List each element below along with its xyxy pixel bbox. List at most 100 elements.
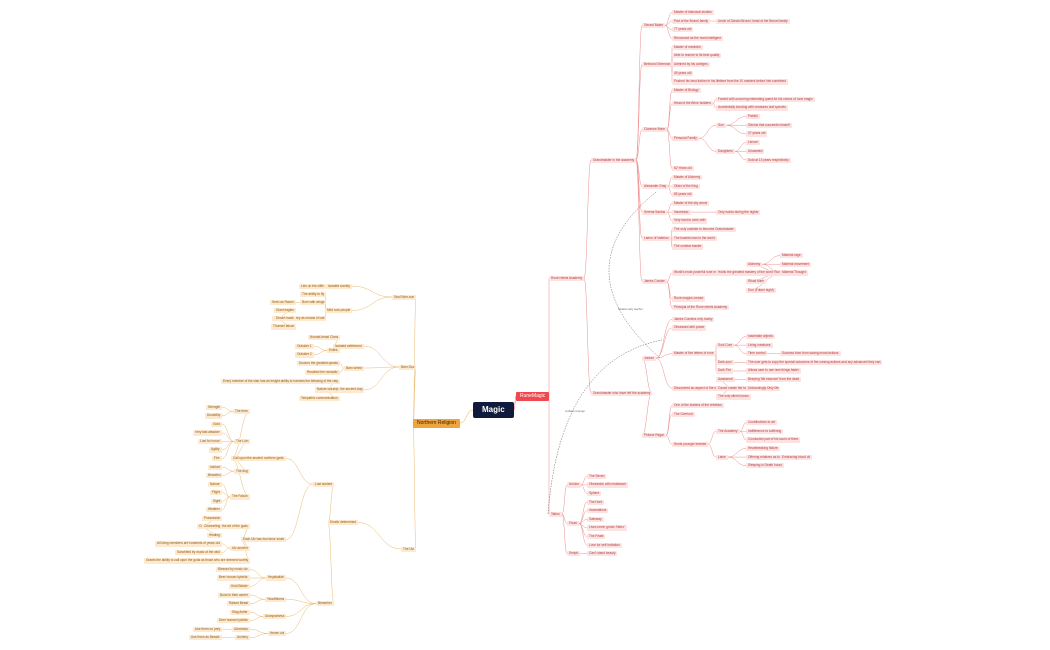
- node-isolated-settlement[interactable]: Isolated settlement: [333, 343, 364, 349]
- node-flight[interactable]: Flight: [210, 490, 222, 496]
- node-contributions-to-art[interactable]: Contributions to art: [746, 420, 777, 426]
- node-holds-the-greatest-mastery-of-the-word-r[interactable]: Holds the greatest mastery of the word '…: [716, 270, 785, 276]
- node-agility[interactable]: Agility: [209, 447, 222, 453]
- node-master-of-five-letters-of-rune[interactable]: Master of five letters of rune: [672, 351, 716, 357]
- node-dark-fire[interactable]: Dark Fire: [716, 368, 734, 374]
- node-offering-relatives-as-tokens-of-will[interactable]: Offering relatives as tokens of will: [746, 454, 798, 460]
- node-awakened[interactable]: Awakened: [716, 377, 735, 383]
- node-the-dog[interactable]: The dog: [234, 468, 250, 474]
- node-the-lion[interactable]: The Lion: [234, 438, 251, 445]
- node-seen-as-raven[interactable]: Seen as Raven: [270, 299, 296, 306]
- node-dark-soul[interactable]: Dark-soul: [716, 359, 734, 366]
- node-use-them-on-prey[interactable]: Use them on prey: [193, 626, 223, 632]
- node-renowned-as-the-most-intelligent[interactable]: Renowned as the most intelligent: [672, 35, 723, 42]
- node-lives-never-grown-nebo[interactable]: Lives never grown 'Nebo': [587, 525, 627, 531]
- node-soul-core[interactable]: Soul Core: [716, 342, 735, 348]
- node-love-for-self-invitation[interactable]: Love for self invitation: [587, 542, 622, 548]
- node-magic[interactable]: Magic: [473, 402, 514, 418]
- node-barn-select[interactable]: Barn select: [344, 365, 364, 371]
- node-greet-birds-of-prey-as-means-of-call[interactable]: Greet birds of prey as means of call: [272, 316, 327, 322]
- node-nature-worship[interactable]: Nature worship: [315, 387, 341, 393]
- node-telepathic-communication[interactable]: Telepathic communication: [299, 396, 340, 402]
- node-clarence-brine[interactable]: Clarence Brine: [642, 127, 668, 133]
- node-outsider-1[interactable]: Outsider 1: [295, 343, 314, 349]
- node-head-of-the-brine-builders[interactable]: Head of the Brine builders: [672, 101, 713, 107]
- node-gateway[interactable]: Gateway: [587, 516, 604, 522]
- node-85-years-old[interactable]: 85 years old: [672, 192, 694, 198]
- node-can-t-stand-beauty[interactable]: Can't stand beauty: [587, 551, 618, 557]
- node-deer-human-hybrids[interactable]: Deer human hybrids: [217, 618, 250, 624]
- node-62-years-old[interactable]: 62 Years old: [672, 166, 694, 172]
- node-patrick[interactable]: Patrick: [746, 114, 760, 120]
- node-channeling[interactable]: Channeling: [202, 524, 223, 530]
- node-call-upon-the-ancient-northern-gods[interactable]: Call upon the ancient northern gods: [231, 455, 286, 462]
- node-rune-magics-creator[interactable]: Rune magics creator: [672, 296, 706, 302]
- node-fauxi[interactable]: Fauxi: [567, 521, 579, 527]
- node-sold-at-13-years-respectively[interactable]: Sold at 13 years respectively: [746, 157, 791, 163]
- node-principal-of-the-rune-rebels-academy[interactable]: Principal of the Rune rebels Academy: [672, 305, 730, 311]
- node-mild-rock-people[interactable]: Mild rock people: [325, 308, 353, 314]
- node-indifference-to-suffering[interactable]: Indifference to suffering: [746, 428, 784, 434]
- node-raised-beast[interactable]: Raised Beast: [227, 601, 250, 607]
- node-cause-create-the-hatred-from-lives[interactable]: Cause create the hatred from lives: [716, 385, 769, 391]
- node-accidentally-bonding-with-creatures-and-[interactable]: Accidentally bonding with creatures and …: [716, 105, 788, 111]
- node-heartbreaking-failure[interactable]: Heartbreaking failure: [746, 445, 780, 452]
- node-gold[interactable]: Gold: [211, 421, 222, 428]
- node-hexen-ulz[interactable]: Hexen ulz: [268, 630, 287, 637]
- node-material-rage[interactable]: Material rage: [780, 253, 803, 259]
- node-part-of-the-brunel-family[interactable]: Part of the Brunel family: [672, 18, 711, 24]
- node-rune-rebels-academy[interactable]: Rune rebels Academy: [549, 275, 585, 281]
- node-thunder-falcon[interactable]: Thunder falcon: [271, 324, 297, 330]
- node-the-academy[interactable]: The Academy: [716, 428, 740, 434]
- node-45-years-old[interactable]: 45 years old: [672, 70, 694, 76]
- node-born-with-wings[interactable]: Born with wings: [300, 299, 327, 306]
- node-time-control[interactable]: Time control: [746, 351, 768, 357]
- node-material-movement[interactable]: Material movement: [780, 261, 812, 267]
- node-pushed-his-best-further-in-his-lifetime-[interactable]: Pushed his best further in his lifetime …: [672, 79, 788, 85]
- node-genius-that-succeeds-himself[interactable]: Genius that succeeds himself: [746, 122, 792, 128]
- node-jordan[interactable]: Jordan: [642, 355, 656, 361]
- node-older-of-the-king[interactable]: Older of the King: [672, 183, 700, 189]
- node-sleeping-in-death-hours[interactable]: Sleeping in Death hours: [746, 463, 785, 469]
- node-possession[interactable]: Possession: [202, 515, 223, 521]
- node-allowed-by-the-ancient-clay[interactable]: Allowed by the ancient clay: [322, 387, 365, 393]
- node-every-member-of-the-clan-has-an-insight-[interactable]: Every member of the clan has an insight …: [221, 378, 340, 384]
- node-embracing-blood-oil[interactable]: Embracing blood oil: [780, 454, 812, 460]
- node-alchemy[interactable]: Alchemy: [746, 261, 763, 267]
- node-obsessed-with-power[interactable]: Obsessed with power: [672, 325, 707, 331]
- node-blessed-by-music-ulz[interactable]: Blessed by music ulz: [216, 566, 250, 573]
- node-77-years-old[interactable]: 77 years old: [672, 27, 694, 33]
- node-hunts-younger-learned[interactable]: Hunts younger learned: [672, 441, 709, 447]
- node-sphere[interactable]: Sphere: [587, 491, 602, 497]
- node-inanimate-objects[interactable]: Inanimate objects: [746, 334, 775, 340]
- node-the-hunt[interactable]: The Hunt: [587, 499, 605, 505]
- node-outsider-2[interactable]: Outsider 2: [295, 352, 314, 358]
- node-living-creatures[interactable]: Living creatures: [746, 342, 773, 348]
- node-gerard-baker[interactable]: Gerard Baker: [642, 22, 666, 29]
- node-philove-regal[interactable]: Philove Regal: [642, 433, 666, 439]
- node-son[interactable]: Son: [716, 122, 726, 128]
- node-success-from-from-saving-moral-actions[interactable]: Success from from saving moral actions: [780, 351, 841, 357]
- node-northern-religion[interactable]: Northern Religion: [413, 418, 460, 428]
- node-grandmaster-in-the-academy[interactable]: Grandmaster in the academy: [591, 157, 637, 163]
- node-master-of-alchemy[interactable]: Master of Alchemy: [672, 174, 703, 181]
- node-laenn-of-valerius[interactable]: Laenn of Valerius: [642, 235, 671, 241]
- node-serena-santus[interactable]: Serena Santus: [642, 209, 668, 215]
- node-beeping-life-essence-from-the-dead[interactable]: Beeping 'life essence' from the dead: [746, 377, 802, 383]
- node-each-ulz-has-two-favor-souls[interactable]: Each Ulz has two favor souls: [241, 537, 286, 543]
- node-insomniac[interactable]: Insomniac: [672, 209, 691, 215]
- node-personal-family[interactable]: Personal Family: [672, 135, 699, 141]
- node-berserker[interactable]: Berserker: [316, 601, 334, 607]
- node-sanctified-by-music-of-the-wild[interactable]: Sanctified by music of the wild: [175, 549, 222, 556]
- node-giant-eagles[interactable]: Giant eagles: [274, 308, 296, 314]
- node-27-years-old[interactable]: 27 years old: [746, 131, 768, 137]
- node-the-ability-to-fly[interactable]: The ability to fly: [300, 291, 327, 297]
- node-beautiful[interactable]: Beautiful: [206, 473, 223, 479]
- node-lenore[interactable]: Lenore: [746, 140, 760, 146]
- node-grandmaster-who-have-left-the-academy[interactable]: Grandmaster who have left the academy: [591, 390, 653, 396]
- node-use-them-as-beasts[interactable]: Use them as Beasts: [189, 635, 222, 641]
- node-healing[interactable]: Healing: [207, 532, 222, 538]
- node-fire[interactable]: Fire: [212, 455, 222, 462]
- node-ulz-ancient[interactable]: Ulz ancient: [230, 545, 250, 551]
- node-james-conders-only-rivalry[interactable]: James Conders only rivalry: [672, 316, 715, 322]
